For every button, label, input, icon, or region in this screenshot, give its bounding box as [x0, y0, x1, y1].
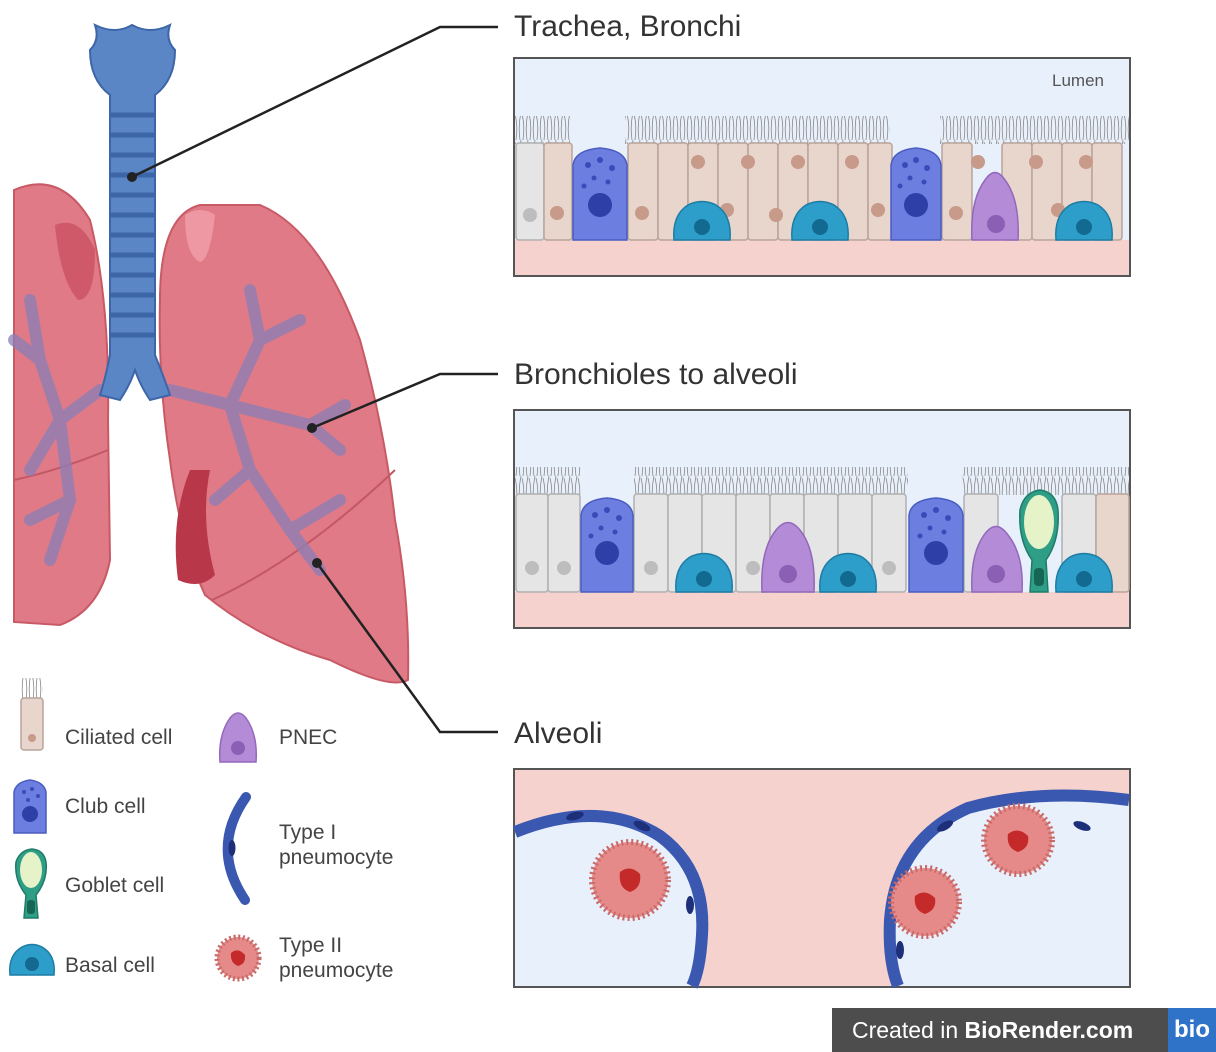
- alveoli-marker-dot: [312, 558, 322, 568]
- legend-club-label: Club cell: [65, 795, 146, 818]
- basal-cell-icon: [10, 945, 55, 976]
- alveoli-title: Alveoli: [514, 717, 602, 750]
- type-ii-pneumocyte: [891, 868, 959, 936]
- legend-basal-label: Basal cell: [65, 954, 155, 977]
- legend-type1-line2: pneumocyte: [279, 846, 393, 869]
- bronchioles-marker-dot: [307, 423, 317, 433]
- badge-brand: BioRender.com: [965, 1017, 1134, 1043]
- right-lung: [160, 205, 409, 683]
- lungs-illustration: [14, 25, 408, 683]
- legend-goblet-label: Goblet cell: [65, 874, 164, 897]
- club-cell: [909, 498, 963, 592]
- type-ii-pneumocyte-icon: [217, 937, 259, 979]
- legend-type2-line2: pneumocyte: [279, 959, 393, 982]
- legend-type2-line1: Type II: [279, 934, 342, 957]
- type-ii-pneumocyte: [592, 842, 668, 918]
- lumen-label: Lumen: [1052, 71, 1104, 90]
- club-cell-icon: [14, 780, 46, 833]
- badge-text: Created in BioRender.com: [832, 1017, 1168, 1044]
- bronchioles-title: Bronchioles to alveoli: [514, 358, 798, 391]
- trachea-panel: Lumen: [514, 58, 1130, 276]
- trachea-marker-dot: [127, 172, 137, 182]
- club-cell: [581, 498, 633, 592]
- goblet-cell-icon: [16, 849, 47, 918]
- club-cell: [573, 148, 627, 240]
- type-i-pneumocyte-icon: [228, 797, 246, 900]
- biorender-badge[interactable]: Created in BioRender.com bio: [832, 1008, 1216, 1052]
- biorender-logo-icon: bio: [1168, 1008, 1216, 1052]
- type-ii-pneumocyte: [984, 806, 1052, 874]
- ciliated-cell-icon: [21, 678, 43, 750]
- badge-prefix: Created in: [852, 1017, 965, 1043]
- alveoli-panel: [514, 769, 1130, 987]
- legend-ciliated-label: Ciliated cell: [65, 726, 172, 749]
- legend-type1-line1: Type I: [279, 821, 336, 844]
- club-cell: [891, 148, 941, 240]
- pnec-icon: [220, 713, 257, 762]
- legend-pnec-label: PNEC: [279, 726, 337, 749]
- bronchioles-panel: [514, 410, 1130, 628]
- legend: Ciliated cell Club cell Goblet cell Basa…: [10, 678, 394, 982]
- trachea-bronchi-title: Trachea, Bronchi: [514, 10, 741, 43]
